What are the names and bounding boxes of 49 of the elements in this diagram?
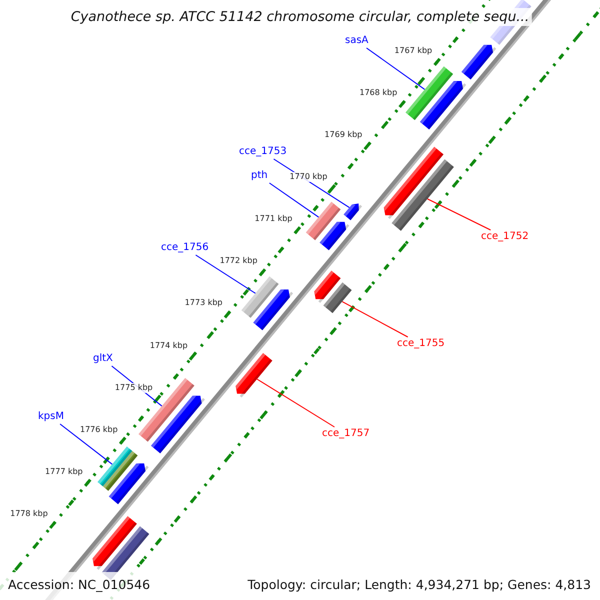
gene-bar <box>150 396 205 454</box>
gene-bar <box>384 146 444 220</box>
gene-label: cce_1755 <box>397 338 445 350</box>
position-label: 1774 kbp <box>150 340 188 351</box>
gene-bar <box>344 204 362 220</box>
gene-bar <box>138 378 194 442</box>
leader-line <box>256 378 335 428</box>
gene-label: cce_1753 <box>239 146 287 158</box>
leader-line <box>342 301 408 338</box>
gene-label: cce_1757 <box>322 428 370 440</box>
position-label: 1775 kbp <box>114 382 153 393</box>
gene-label: cce_1752 <box>481 231 529 243</box>
gene-bar <box>406 66 454 120</box>
leader-line <box>366 48 426 90</box>
position-label: 1778 kbp <box>10 508 48 519</box>
gene-bar <box>320 222 350 250</box>
position-label: 1777 kbp <box>45 466 83 477</box>
gene-label: pth <box>251 170 268 182</box>
gene-bar <box>392 159 454 231</box>
gene-bar <box>241 276 279 318</box>
position-label: 1769 kbp <box>324 130 362 140</box>
gene-bar <box>323 282 352 314</box>
position-label: 1768 kbp <box>359 88 398 98</box>
gene-label: kpsM <box>38 411 64 423</box>
leader-line <box>195 254 256 294</box>
leader-line <box>60 424 113 465</box>
gene-label: gltX <box>93 353 113 365</box>
gene-bar <box>236 352 272 398</box>
position-label: 1771 kbp <box>254 214 292 224</box>
gene-label: cce_1756 <box>161 242 209 254</box>
gene-bar <box>98 446 132 486</box>
leader-line <box>426 198 492 230</box>
gene-bar <box>108 463 149 504</box>
gene-bar <box>461 44 496 80</box>
gene-bar <box>102 451 138 491</box>
gene-bar <box>92 516 137 570</box>
genome-info-text: Topology: circular; Length: 4,934,271 bp; Genes: 4,813 <box>248 577 591 593</box>
gene-bar <box>253 290 294 330</box>
leader-line <box>268 182 320 218</box>
position-label: 1770 kbp <box>290 172 328 182</box>
position-label: 1773 kbp <box>184 298 222 308</box>
position-label: 1772 kbp <box>220 256 258 266</box>
gene-label: sasA <box>345 35 368 47</box>
gene-bar <box>306 202 341 240</box>
gene-bar <box>420 81 466 130</box>
accession-text: Accession: NC_010546 <box>8 577 150 593</box>
position-label: 1767 kbp <box>394 46 432 56</box>
gene-bar <box>314 270 341 303</box>
position-label: 1776 kbp <box>80 424 118 435</box>
